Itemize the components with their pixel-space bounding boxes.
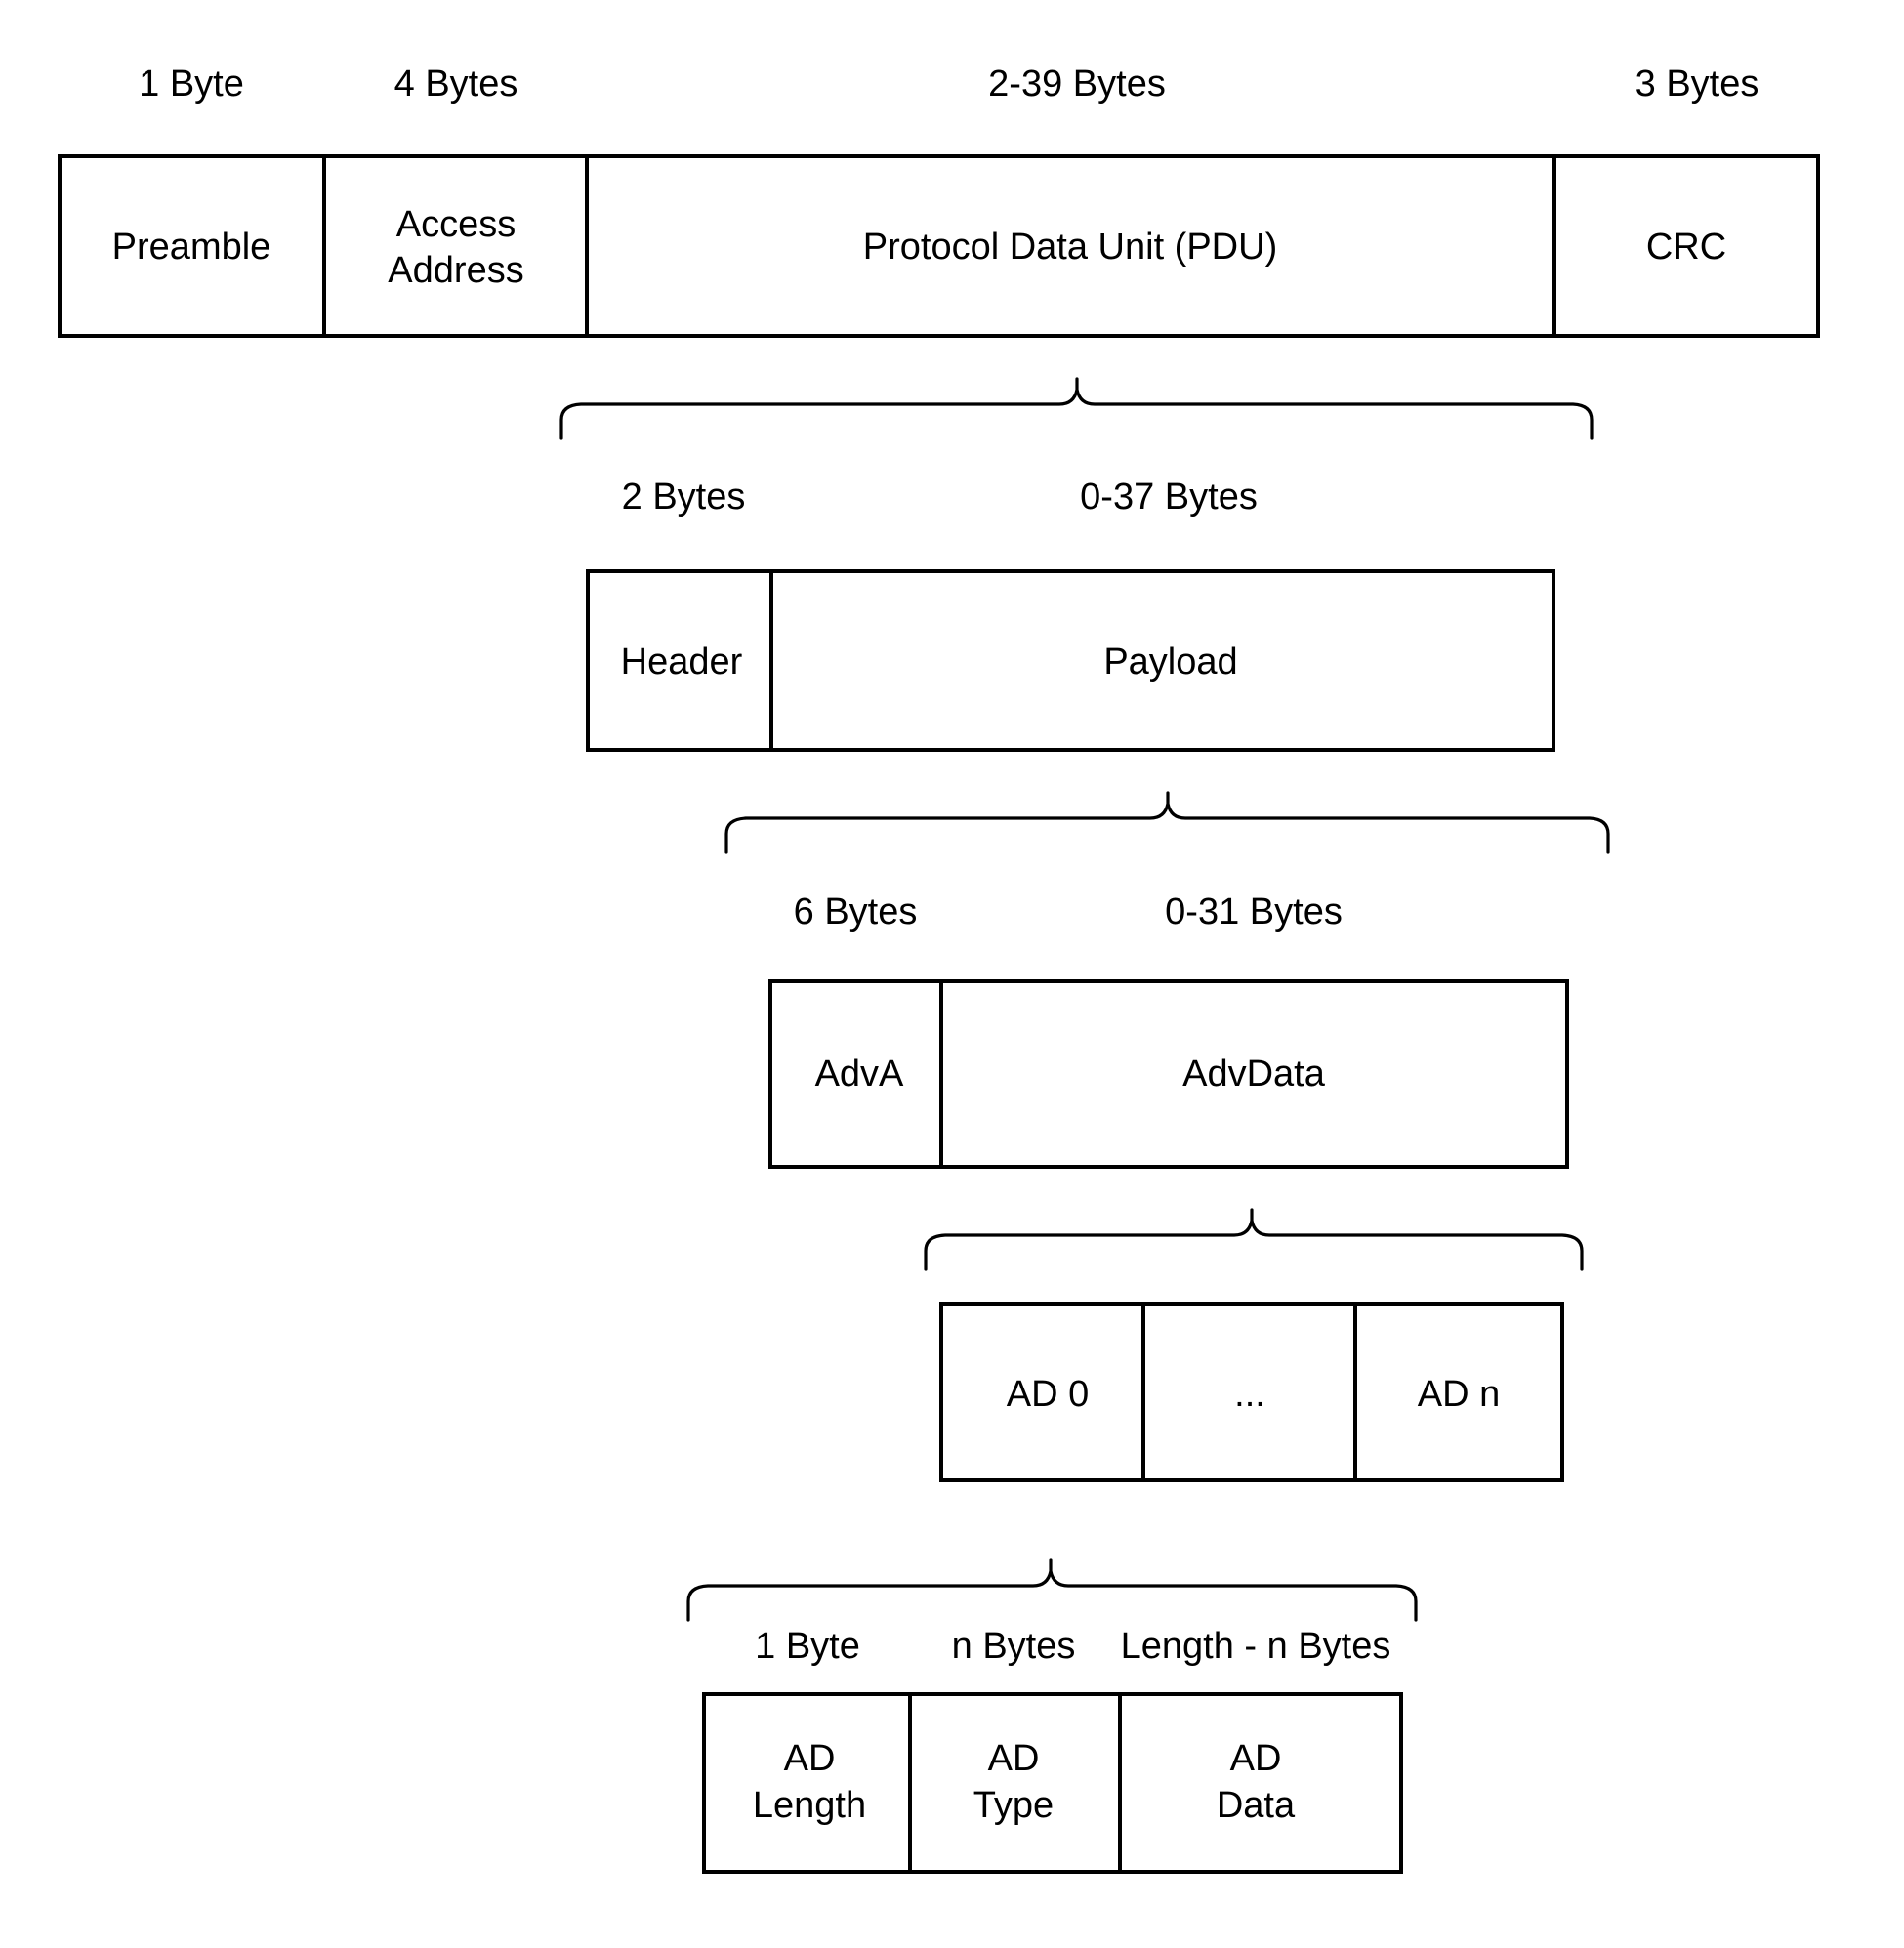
field-label-ad-data-line1: AD	[1230, 1738, 1282, 1779]
field-label-pdu: Protocol Data Unit (PDU)	[863, 227, 1277, 268]
size-label-ad-type: n Bytes	[952, 1626, 1076, 1667]
row-link-layer-packet: 1 Byte 4 Bytes 2-39 Bytes 3 Bytes Preamb…	[58, 63, 1820, 338]
size-label-ad-length: 1 Byte	[755, 1626, 860, 1667]
field-label-header: Header	[621, 642, 743, 683]
pdu-box	[586, 569, 1555, 752]
brace-payload-expand	[724, 791, 1610, 854]
size-label-pdu: 2-39 Bytes	[988, 63, 1166, 104]
brace-pdu-expand	[559, 377, 1594, 440]
field-label-ad-type-line1: AD	[988, 1738, 1040, 1779]
field-label-ad-ellipsis: ...	[1234, 1374, 1265, 1415]
field-label-access-line1: Access	[396, 204, 516, 245]
size-label-header: 2 Bytes	[622, 477, 746, 518]
size-label-preamble: 1 Byte	[139, 63, 244, 104]
row-advdata: AD 0 ... AD n	[939, 1302, 1564, 1482]
field-label-preamble: Preamble	[112, 227, 271, 268]
link-layer-packet-box	[58, 154, 1820, 338]
size-label-adva: 6 Bytes	[794, 891, 918, 933]
row-ad-structure: 1 Byte n Bytes Length - n Bytes AD Lengt…	[702, 1626, 1403, 1874]
size-label-payload: 0-37 Bytes	[1080, 477, 1258, 518]
size-label-access-address: 4 Bytes	[394, 63, 518, 104]
row-pdu: 2 Bytes 0-37 Bytes Header Payload	[586, 477, 1555, 752]
field-label-ad-length-line1: AD	[784, 1738, 836, 1779]
brace-ad-expand	[686, 1558, 1418, 1622]
size-label-advdata: 0-31 Bytes	[1165, 891, 1343, 933]
field-label-ad-type-line2: Type	[973, 1785, 1054, 1826]
field-label-crc: CRC	[1646, 227, 1726, 268]
row-payload: 6 Bytes 0-31 Bytes AdvA AdvData	[768, 891, 1569, 1169]
field-label-payload: Payload	[1103, 642, 1237, 683]
payload-box	[768, 979, 1569, 1169]
field-label-advdata: AdvData	[1182, 1054, 1326, 1095]
field-label-ad-length-line2: Length	[753, 1785, 866, 1826]
ad-structure-box	[702, 1692, 1403, 1874]
field-label-adva: AdvA	[815, 1054, 904, 1095]
brace-advdata-expand	[924, 1208, 1584, 1271]
advdata-box	[939, 1302, 1564, 1482]
size-label-ad-data: Length - n Bytes	[1121, 1626, 1391, 1667]
field-label-ad-data-line2: Data	[1217, 1785, 1296, 1826]
field-label-ad-0: AD 0	[1007, 1374, 1089, 1415]
field-label-ad-n: AD n	[1418, 1374, 1500, 1415]
size-label-crc: 3 Bytes	[1635, 63, 1759, 104]
field-label-access-line2: Address	[388, 250, 523, 291]
